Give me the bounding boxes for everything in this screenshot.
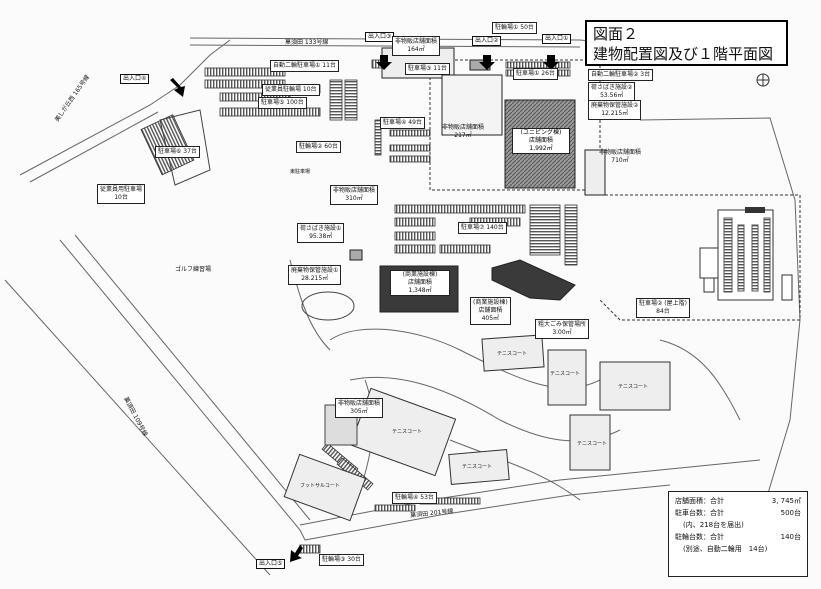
- gate-4-label: 出入口④: [120, 74, 150, 84]
- nonsales-area-3-label: 非物販店舗面積 710㎡: [599, 149, 642, 164]
- gate-5-label: 出入口⑤: [256, 559, 286, 569]
- bike-parking-4-label: 駐輪場④ 53台: [392, 492, 437, 504]
- parking-6-label: 駐車場⑥ 37台: [155, 146, 200, 158]
- bike-count-value: 140台: [780, 533, 801, 541]
- tennis-court-label-2: テニスコート: [550, 371, 581, 377]
- parking-3-label: 駐車場③ 11台: [405, 63, 450, 75]
- car-count-label: 駐車台数：合計: [675, 509, 724, 517]
- tennis-court-label-1: テニスコート: [497, 351, 528, 357]
- staff-bike-parking-label: 従業員駐輪場 10台: [262, 84, 320, 96]
- drawing-title: 図面２ 建物配置図及び１階平面図: [585, 20, 788, 66]
- title-line-2: 建物配置図及び１階平面図: [593, 45, 774, 63]
- unloading-2-label: 荷さばき施設② 53.56㎡: [588, 82, 636, 102]
- bike-count-note: (別途、自動二輪用 14台): [683, 545, 768, 553]
- golf-range-label: ゴルフ練習場: [175, 266, 212, 273]
- tennis-court-label-4: テニスコート: [577, 441, 608, 447]
- summary-table: 店舗面積：合計 3, 745㎡ 駐車台数：合計 500台 (内、218台を届出)…: [668, 491, 808, 577]
- tennis-courts: [283, 334, 671, 522]
- title-line-1: 図面２: [593, 25, 639, 43]
- entrance-arrows: [170, 55, 559, 562]
- road-lines: [4, 37, 801, 576]
- buildings: [349, 47, 606, 313]
- gate-1-label: 出入口①: [542, 34, 572, 44]
- staff-parking-label: 従業員用駐車場 10台: [97, 184, 146, 204]
- bike-parking-1-label: 駐輪場① 50台: [492, 22, 537, 34]
- parking-4-label: 駐車場④ 49台: [380, 117, 425, 129]
- parking-5-label: 駐車場⑤ 100台: [258, 97, 307, 109]
- bike-count-label: 駐輪台数：合計: [675, 533, 724, 541]
- nonsales-area-2-label: 非物販店舗面積 217㎡: [442, 124, 485, 139]
- car-count-note: (内、218台を届出): [683, 521, 744, 529]
- car-count-row: 駐車台数：合計 500台: [675, 507, 801, 519]
- unloading-1-label: 荷さばき施設① 95.38㎡: [297, 223, 345, 243]
- tennis-court-label-3: テニスコート: [618, 384, 649, 390]
- bulky-waste-label: 粗大ごみ保管場所 3.00㎡: [535, 319, 590, 339]
- waste-storage-2-label: 廃棄物保管施設② 12.215㎡: [588, 100, 642, 120]
- bike-parking-3-label: 駐輪場③ 30台: [319, 554, 364, 566]
- store-area-value: 3, 745㎡: [771, 497, 801, 505]
- store-area-label: 店舗面積：合計: [675, 497, 724, 505]
- bike-count-row: 駐輪台数：合計 140台: [675, 531, 801, 543]
- commercial-building-1-label: (商業施設棟) 店舗面積 1,348㎡: [390, 270, 450, 296]
- nonsales-area-1-label: 非物販店舗面積 164㎡: [392, 36, 441, 56]
- store-area-row: 店舗面積：合計 3, 745㎡: [675, 495, 801, 507]
- inset-rooftop-plan: [699, 207, 793, 301]
- bike-parking-2-label: 駐輪場② 60台: [296, 141, 341, 153]
- north-arrow: [756, 73, 770, 87]
- moto-parking-1-label: 自動二輪駐車場① 11台: [270, 60, 339, 72]
- gate-2-label: 出入口②: [472, 36, 502, 46]
- commercial-building-2-label: (商業施設棟) 店舗面積 405㎡: [470, 297, 511, 325]
- tennis-court-label-5: テニスコート: [462, 464, 493, 470]
- tennis-court-label-6: テニスコート: [392, 429, 423, 435]
- road-north-label: 菓須田 133号線: [285, 39, 329, 46]
- moto-parking-2-label: 自動二輪駐車場② 3台: [588, 69, 654, 81]
- east-parking-label: 東駐車場: [290, 169, 311, 175]
- gate-3-label: 出入口③: [365, 32, 395, 42]
- car-count-value: 500台: [780, 509, 801, 517]
- nonsales-area-4-label: 非物販店舗面積 310㎡: [330, 185, 379, 205]
- inset-boundary: [599, 194, 801, 321]
- nonsales-area-5-label: 非物販店舗面積 305㎡: [335, 398, 384, 418]
- futsal-court-label: フットサルコート: [300, 483, 340, 489]
- parking-7-label: 駐車場⑦ 140台: [458, 222, 507, 234]
- parking-2-rooftop-label: 駐車場② (屋上階) 84台: [636, 298, 690, 318]
- waste-storage-1-label: 廃棄物保管施設① 28.215㎡: [288, 265, 342, 285]
- main-store-label: (ユニピング棟) 店舗面積 1,992㎡: [512, 128, 570, 154]
- parking-1-label: 駐車場① 26台: [513, 68, 558, 80]
